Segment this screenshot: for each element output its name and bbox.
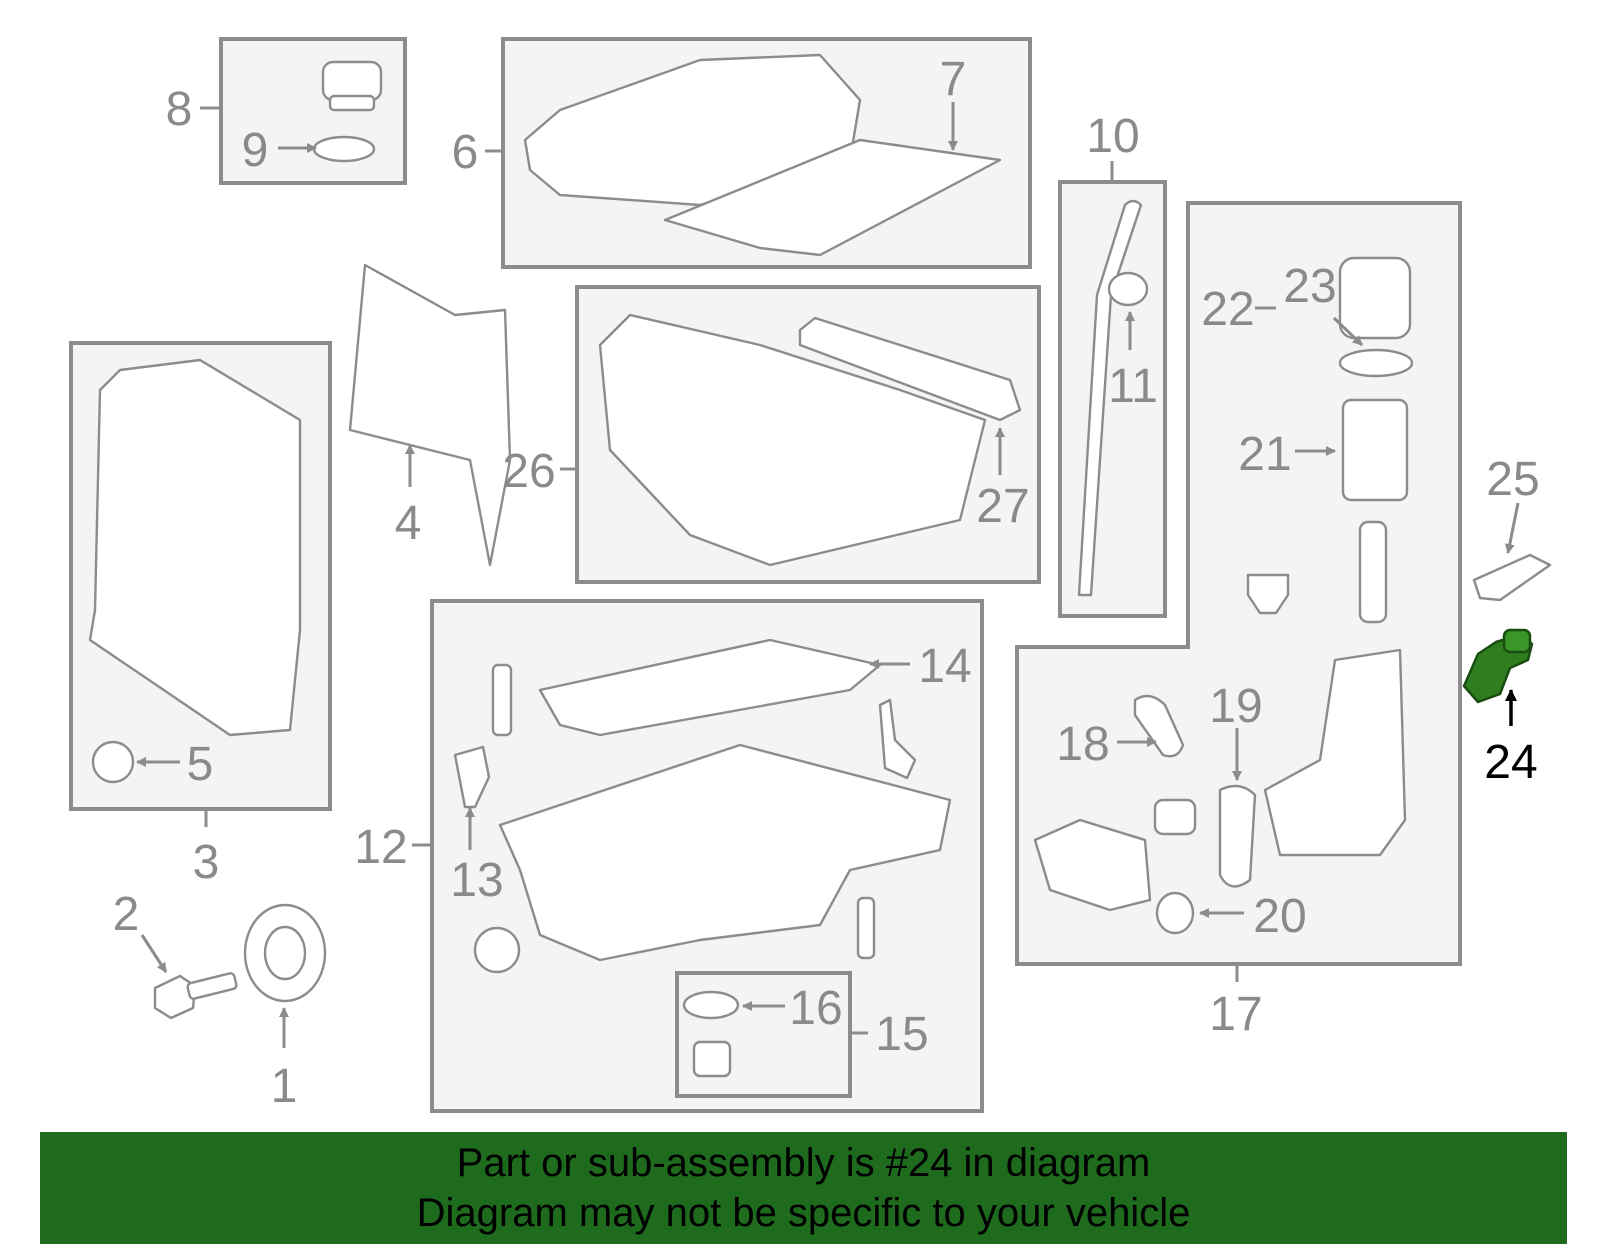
crank-bolt (153, 972, 238, 1020)
callout-20: 20 (1253, 890, 1306, 943)
banner-line-2: Diagram may not be specific to your vehi… (416, 1191, 1191, 1235)
oil-filter (1341, 398, 1409, 502)
callout-14: 14 (918, 640, 971, 693)
callout-24: 24 (1484, 736, 1537, 789)
callout-19: 19 (1209, 680, 1262, 733)
oil-cooler (1033, 818, 1152, 912)
front-cover-seal (91, 740, 135, 784)
cooler-gasket (1133, 694, 1185, 758)
callout-11: 11 (1108, 360, 1158, 413)
callout-12: 12 (354, 821, 407, 874)
callout-3: 3 (193, 836, 220, 889)
callout-10: 10 (1086, 110, 1139, 163)
callout-23: 23 (1283, 260, 1336, 313)
callout-26: 26 (502, 445, 555, 498)
oil-pan-baffle (538, 638, 882, 737)
callout-2: 2 (113, 888, 140, 941)
callout-18: 18 (1056, 718, 1109, 771)
timing-cover-gasket (348, 263, 512, 567)
callout-15: 15 (875, 1008, 928, 1061)
callout-6: 6 (452, 126, 479, 179)
callout-7: 7 (940, 53, 967, 106)
callout-13: 13 (450, 854, 503, 907)
dipstick-seal (1107, 271, 1149, 307)
oil-pan (498, 743, 952, 962)
intake-manifold (598, 313, 987, 567)
oil-dipstick (1077, 199, 1143, 597)
callout-1: 1 (271, 1060, 298, 1113)
part-info-banner: Part or sub-assembly is #24 in diagram D… (40, 1132, 1567, 1244)
oil-pump-pickup (878, 698, 917, 780)
sensor-connector (1472, 553, 1552, 602)
cap-seal (312, 135, 376, 163)
front-cover (88, 358, 302, 737)
filter-cap-seal (1338, 348, 1414, 378)
pickup-screen (453, 745, 491, 809)
oil-fill-cap (321, 60, 383, 112)
drain-plug-seal (682, 990, 740, 1020)
leader-2 (140, 934, 168, 973)
drain-plug (692, 1040, 732, 1078)
crank-pulley (243, 903, 327, 1003)
oil-pan-seal (473, 926, 521, 974)
cooler-seal (1155, 891, 1195, 935)
valve-cover-gasket (663, 138, 1002, 257)
pan-bolt (491, 663, 513, 737)
callout-22: 22 (1201, 283, 1254, 336)
oil-filter-cap (1338, 256, 1412, 340)
callout-16: 16 (789, 982, 842, 1035)
callout-9: 9 (242, 124, 269, 177)
callout-27: 27 (976, 480, 1029, 533)
callout-21: 21 (1238, 428, 1291, 481)
check-valve (1246, 573, 1290, 615)
valve-cover (523, 53, 862, 207)
filter-stem (1358, 520, 1388, 624)
callout-25: 25 (1486, 453, 1539, 506)
oil-filter-housing (1263, 648, 1407, 857)
oil-pressure-sensor (1462, 628, 1534, 704)
pan-stud (856, 896, 876, 960)
housing-gasket (1218, 784, 1257, 888)
leader-25 (1504, 502, 1520, 554)
callout-8: 8 (166, 83, 193, 136)
callout-5: 5 (187, 738, 214, 791)
intake-manifold-gasket (798, 316, 1022, 422)
cooler-fitting (1153, 798, 1197, 836)
callout-17: 17 (1209, 988, 1262, 1041)
leader-23 (1332, 316, 1364, 347)
callout-4: 4 (395, 497, 422, 550)
banner-line-1: Part or sub-assembly is #24 in diagram (456, 1141, 1151, 1185)
